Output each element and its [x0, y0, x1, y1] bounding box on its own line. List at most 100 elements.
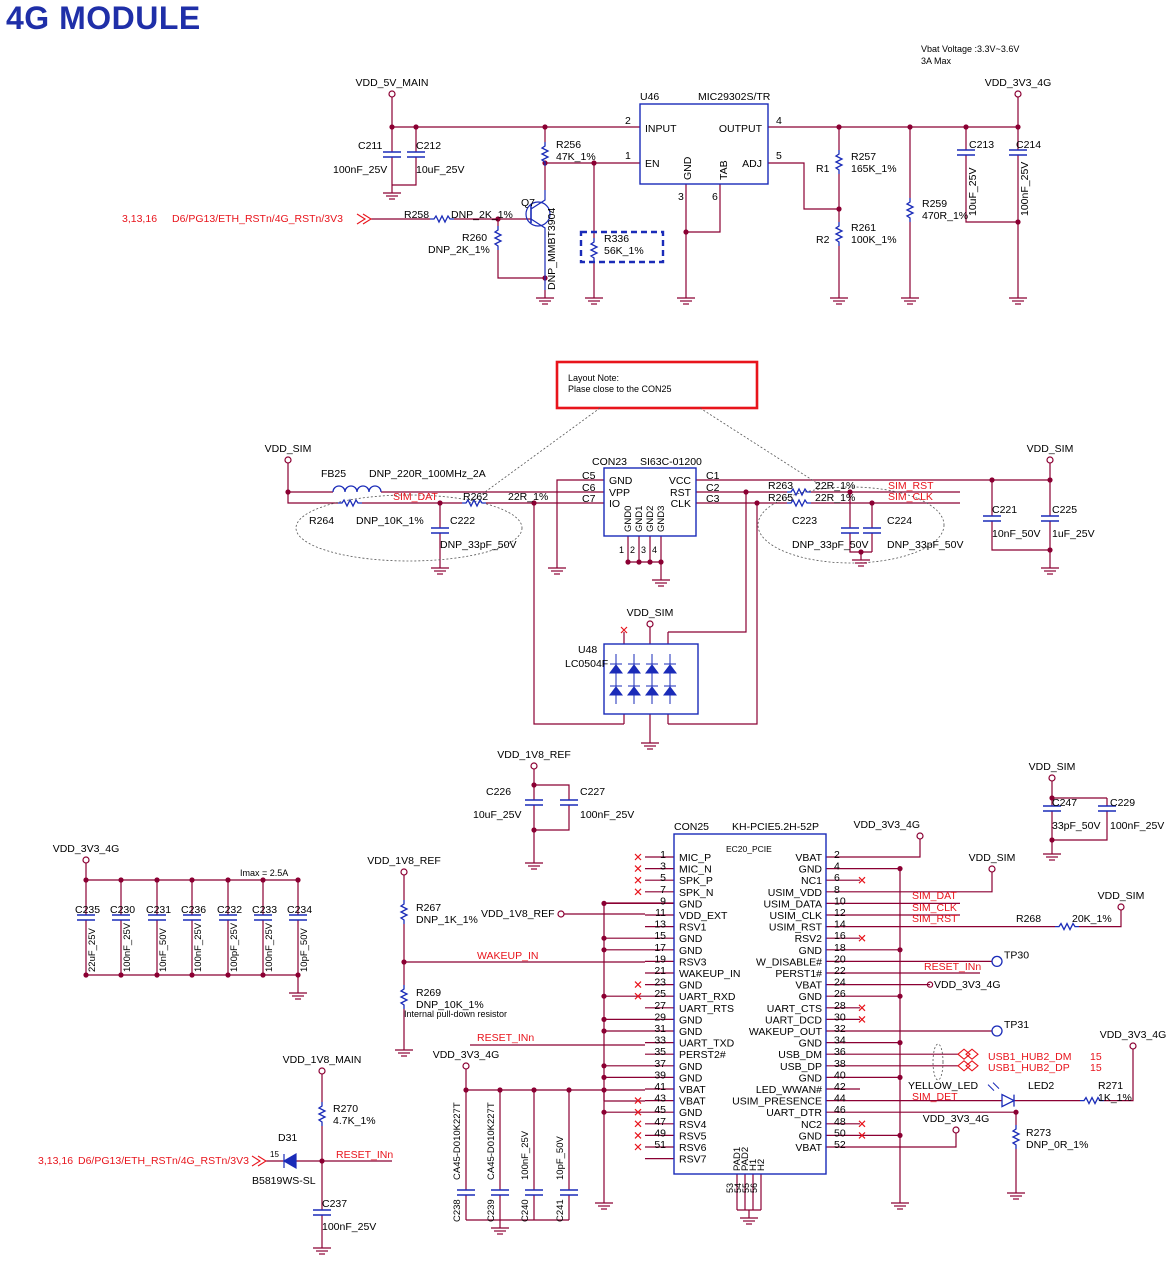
wire [860, 839, 921, 858]
c222-capacitor [430, 527, 450, 534]
con25-right-pin-num: 34 [834, 1035, 846, 1047]
r268-ref: R268 [1016, 913, 1041, 925]
junction-dot [647, 559, 653, 565]
layout-note-text: Plase close to the CON25 [568, 384, 672, 394]
con25-left-pin-name: RSV5 [679, 1130, 707, 1142]
r269-resistor [400, 984, 408, 1010]
r256-value: 47K_1% [556, 151, 596, 163]
con23-right-pin-name: VCC [669, 475, 692, 487]
led2-ref: LED2 [1028, 1080, 1054, 1092]
con25-left-pin-num: 39 [654, 1069, 666, 1081]
c227-ref: C227 [580, 786, 605, 798]
ground-c237 [312, 1239, 332, 1255]
test-point-circle [991, 955, 1003, 968]
c237-ref: C237 [322, 1198, 347, 1210]
vdd-3v3-4g-label-cap: VDD_3V3_4G [433, 1049, 500, 1061]
c224-value: DNP_33pF_50V [887, 539, 963, 551]
u46-n3: 3 [678, 191, 684, 203]
r336-dnp-box [579, 230, 665, 264]
con25-right-pin-num: 52 [834, 1139, 846, 1151]
power-port-circle [462, 1062, 470, 1070]
con25-right-pin-num: 36 [834, 1046, 846, 1058]
power-port-circle [988, 865, 996, 873]
vdd-sim-label-4: VDD_SIM [1029, 761, 1076, 773]
c223-value: DNP_33pF_50V [792, 539, 868, 551]
ground-r269 [394, 1041, 414, 1057]
con25-left-pin-name: GND [679, 1107, 703, 1119]
wire [965, 155, 1018, 223]
c229-ref: C229 [1110, 797, 1135, 809]
no-connect-mark [858, 1120, 866, 1128]
con25-right-pin-name: UART_DTR [766, 1107, 822, 1119]
no-connect-mark [634, 1131, 642, 1139]
ground-c222 [430, 559, 450, 575]
con25-left-pin-name: VBAT [679, 1096, 706, 1108]
q7-emitter [530, 218, 546, 290]
vdd-1v8-main-label: VDD_1V8_MAIN [283, 1054, 362, 1066]
usb-dp-page: 15 [1090, 1062, 1102, 1074]
c240-capacitor [524, 1189, 544, 1196]
r273-value: DNP_0R_1% [1026, 1139, 1088, 1151]
con25-pad-name: PAD1 [732, 1147, 743, 1171]
vbat-max-note: 3A Max [921, 56, 952, 66]
con25-right-pin-name: GND [799, 1038, 823, 1050]
decoupling-cap-value: 10pF_50V [299, 927, 310, 972]
con23-left-pin-name: GND [609, 475, 633, 487]
con25-right-pin-num: 22 [834, 965, 846, 977]
con25-left-pin-num: 3 [660, 861, 666, 873]
con25-left-pin-name: GND [679, 1072, 703, 1084]
c223-ref: C223 [792, 515, 817, 527]
junction-dot [601, 947, 607, 953]
junction-dot [601, 993, 607, 999]
ground-r336 [584, 289, 604, 305]
decoupling-cap-value: 100nF_25V [122, 922, 133, 972]
con23-gnd-pin-name: GND3 [656, 506, 667, 532]
con25-pad-name: H1 [748, 1159, 759, 1171]
sim-clk-net-2: SIM_CLK [912, 902, 957, 914]
con25-right-pin-name: GND [799, 1072, 823, 1084]
r267-resistor [400, 899, 408, 925]
c238-ref: C238 [452, 1199, 463, 1222]
con25-right-pin-name: LED_WWAN# [756, 1084, 822, 1096]
c241-ref: C241 [555, 1199, 566, 1222]
wire [534, 805, 570, 831]
con25-right-pin-name: USIM_RST [769, 922, 823, 934]
r260-value: DNP_2K_1% [428, 244, 490, 256]
con23-part: SI63C-01200 [640, 456, 702, 468]
con25-module-body [673, 833, 827, 1175]
r259-resistor [906, 197, 914, 223]
con25-pad-num: 53 [725, 1183, 735, 1193]
r336-ref: R336 [604, 233, 629, 245]
c213-ref: C213 [969, 139, 994, 151]
junction-dot [1049, 837, 1055, 843]
power-port-circle [1048, 774, 1056, 782]
con25-left-pin-name: RSV1 [679, 922, 707, 934]
power-port-circle [1046, 456, 1054, 464]
vdd-sim-label-2: VDD_SIM [1027, 443, 1074, 455]
no-connect-mark [858, 1015, 866, 1023]
ground-module-right [890, 1194, 910, 1210]
r261-resistor [835, 221, 843, 247]
eth-rst-net-top: D6/PG13/ETH_RSTn/4G_RSTn/3V3 [172, 213, 343, 225]
c222-value: DNP_33pF_50V [440, 539, 516, 551]
c225-value: 1uF_25V [1052, 528, 1095, 540]
vdd-1v8-ref-label-top: VDD_1V8_REF [497, 749, 571, 761]
r260-resistor [494, 225, 502, 251]
c237-capacitor [312, 1209, 332, 1216]
decoupling-cap-value: 100nF_25V [193, 922, 204, 972]
wire [686, 184, 721, 233]
c226-capacitor [524, 799, 544, 806]
con23-right-pin-num: C1 [706, 470, 720, 482]
d31-ref: D31 [278, 1132, 297, 1144]
r271-ref: R271 [1098, 1080, 1123, 1092]
ground-q7 [535, 289, 555, 305]
vdd-3v3-4g-label-bank: VDD_3V3_4G [53, 843, 120, 855]
con25-right-pin-num: 12 [834, 907, 846, 919]
con23-gnd-pin-name: GND1 [634, 506, 645, 532]
wire [1051, 781, 1107, 799]
no-connect-mark [634, 992, 642, 1000]
test-point-circle [991, 1025, 1003, 1037]
con25-left-pin-num: 43 [654, 1093, 666, 1105]
r257-resistor [835, 149, 843, 175]
u46-n5: 5 [776, 150, 782, 162]
